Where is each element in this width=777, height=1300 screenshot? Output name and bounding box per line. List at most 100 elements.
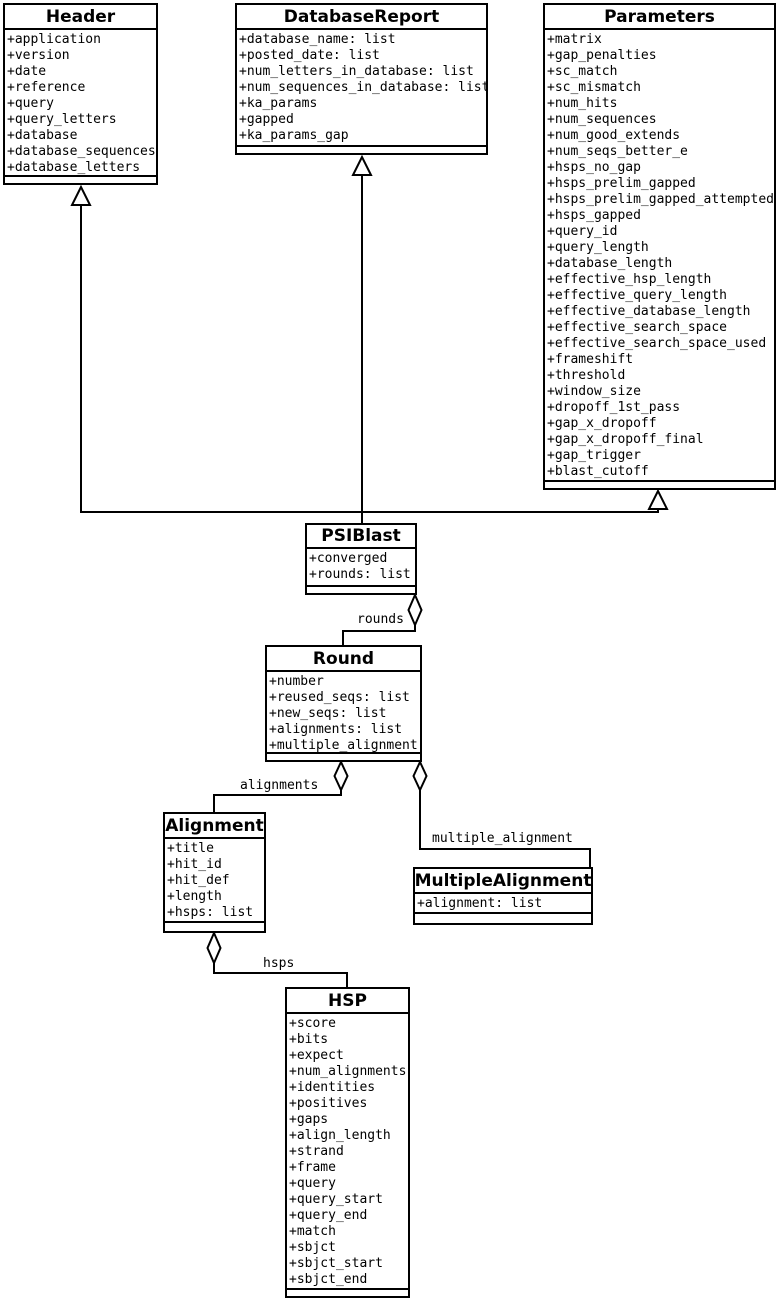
aggregation-diamond-rounds-icon bbox=[407, 592, 423, 628]
attribute: +effective_search_space_used bbox=[547, 336, 767, 351]
class-box-database-report: DatabaseReport +database_name: list+post… bbox=[235, 3, 488, 155]
class-methods-round bbox=[267, 752, 420, 760]
attribute: +frameshift bbox=[547, 352, 634, 367]
attribute: +sbjct bbox=[289, 1240, 336, 1255]
attribute: +hsps: list bbox=[167, 905, 254, 920]
class-title-round: Round bbox=[267, 647, 420, 672]
attribute: +reference bbox=[7, 80, 86, 95]
attribute: +hit_id bbox=[167, 857, 222, 872]
attribute: +posted_date: list bbox=[239, 48, 380, 63]
attribute: +reused_seqs: list bbox=[269, 690, 410, 705]
attribute: +num_alignments bbox=[289, 1064, 407, 1079]
attribute: +query_end bbox=[289, 1208, 368, 1223]
class-methods-psiblast bbox=[307, 585, 415, 593]
attribute: +database_sequences bbox=[7, 144, 156, 159]
class-attributes-psiblast: +converged+rounds: list bbox=[307, 549, 415, 585]
attribute: +matrix bbox=[547, 32, 602, 47]
attribute: +hit_def bbox=[167, 873, 230, 888]
attribute: +dropoff_1st_pass bbox=[547, 400, 681, 415]
attribute: +database bbox=[7, 128, 78, 143]
attribute: +query_start bbox=[289, 1192, 383, 1207]
attribute: +num_good_extends bbox=[547, 128, 681, 143]
aggregation-diamond-multiple-alignment-icon bbox=[412, 759, 428, 793]
class-methods-hsp bbox=[287, 1288, 408, 1296]
attribute: +threshold bbox=[547, 368, 626, 383]
attribute: +new_seqs: list bbox=[269, 706, 387, 721]
attribute: +num_sequences_in_database: list bbox=[239, 80, 486, 95]
class-methods-alignment bbox=[165, 921, 264, 931]
attribute: +query_letters bbox=[7, 112, 117, 127]
attribute: +gap_trigger bbox=[547, 448, 641, 463]
class-box-hsp: HSP +score+bits+expect+num_alignments+id… bbox=[285, 987, 410, 1298]
inheritance-triangle-parameters-icon bbox=[647, 488, 669, 510]
attribute: +query bbox=[289, 1176, 336, 1191]
attribute: +length bbox=[167, 889, 222, 904]
attribute: +title bbox=[167, 841, 214, 856]
attribute: +frame bbox=[289, 1160, 336, 1175]
class-attributes-parameters: +matrix+gap_penalties+sc_match+sc_mismat… bbox=[545, 30, 774, 480]
attribute: +date bbox=[7, 64, 47, 79]
class-title-multiple-alignment: MultipleAlignment bbox=[415, 869, 591, 894]
class-attributes-hsp: +score+bits+expect+num_alignments+identi… bbox=[287, 1014, 408, 1288]
attribute: +expect bbox=[289, 1048, 344, 1063]
attribute: +effective_query_length bbox=[547, 288, 728, 303]
attribute: +ka_params_gap bbox=[239, 128, 349, 143]
attribute: +ka_params bbox=[239, 96, 318, 111]
attribute: +query_length bbox=[547, 240, 649, 255]
class-attributes-database-report: +database_name: list+posted_date: list +n… bbox=[237, 30, 486, 145]
attribute: +query bbox=[7, 96, 54, 111]
attribute: +effective_database_length bbox=[547, 304, 751, 319]
attribute: +num_hits bbox=[547, 96, 618, 111]
class-title-parameters: Parameters bbox=[545, 5, 774, 30]
attribute: +gap_penalties bbox=[547, 48, 657, 63]
attribute: +alignment: list bbox=[417, 896, 543, 911]
aggregation-line-rounds bbox=[342, 625, 416, 646]
class-attributes-round: +number+reused_seqs: list+new_seqs: list… bbox=[267, 672, 420, 752]
attribute: +hsps_prelim_gapped_attempted bbox=[547, 192, 774, 207]
attribute: +effective_search_space bbox=[547, 320, 728, 335]
edge-label-alignments: alignments bbox=[240, 778, 319, 793]
class-box-parameters: Parameters +matrix+gap_penalties+sc_matc… bbox=[543, 3, 776, 490]
attribute: +num_sequences bbox=[547, 112, 657, 127]
edge-label-multiple-alignment: multiple_alignment bbox=[432, 831, 573, 846]
class-title-alignment: Alignment bbox=[165, 814, 264, 839]
attribute: +hsps_gapped bbox=[547, 208, 641, 223]
attribute: +strand bbox=[289, 1144, 344, 1159]
class-box-round: Round +number+reused_seqs: list+new_seqs… bbox=[265, 645, 422, 762]
class-box-psiblast: PSIBlast +converged+rounds: list bbox=[305, 523, 417, 595]
attribute: +gap_x_dropoff bbox=[547, 416, 657, 431]
attribute: +window_size bbox=[547, 384, 641, 399]
attribute: +alignments: list bbox=[269, 722, 403, 737]
attribute: +effective_hsp_length bbox=[547, 272, 712, 287]
attribute: +multiple_alignment bbox=[269, 738, 418, 752]
attribute: +bits bbox=[289, 1032, 329, 1047]
inheritance-triangle-databasereport-icon bbox=[351, 154, 373, 176]
class-attributes-multiple-alignment: +alignment: list bbox=[415, 894, 591, 912]
class-title-header: Header bbox=[5, 5, 156, 30]
class-methods-parameters bbox=[545, 480, 774, 488]
attribute: +number bbox=[269, 674, 324, 689]
attribute: +database_length bbox=[547, 256, 673, 271]
attribute: +query_id bbox=[547, 224, 618, 239]
class-title-psiblast: PSIBlast bbox=[307, 525, 415, 549]
class-methods-header bbox=[5, 175, 156, 183]
class-title-hsp: HSP bbox=[287, 989, 408, 1014]
attribute: +gapped bbox=[239, 112, 294, 127]
attribute: +align_length bbox=[289, 1128, 391, 1143]
class-box-alignment: Alignment +title+hit_id+hit_def+length+h… bbox=[163, 812, 266, 933]
class-title-database-report: DatabaseReport bbox=[237, 5, 486, 30]
attribute: +num_seqs_better_e bbox=[547, 144, 688, 159]
attribute: +database_name: list bbox=[239, 32, 396, 47]
attribute: +hsps_prelim_gapped bbox=[547, 176, 696, 191]
attribute: +rounds: list bbox=[309, 567, 411, 582]
attribute: +gaps bbox=[289, 1112, 329, 1127]
attribute: +hsps_no_gap bbox=[547, 160, 641, 175]
class-methods-multiple-alignment bbox=[415, 912, 591, 923]
attribute: +sbjct_end bbox=[289, 1272, 368, 1287]
attribute: +sc_match bbox=[547, 64, 618, 79]
class-methods-database-report bbox=[237, 145, 486, 153]
inheritance-triangle-header-icon bbox=[70, 184, 92, 206]
aggregation-line-multiple-alignment bbox=[419, 790, 591, 868]
aggregation-diamond-alignments-icon bbox=[333, 759, 349, 793]
